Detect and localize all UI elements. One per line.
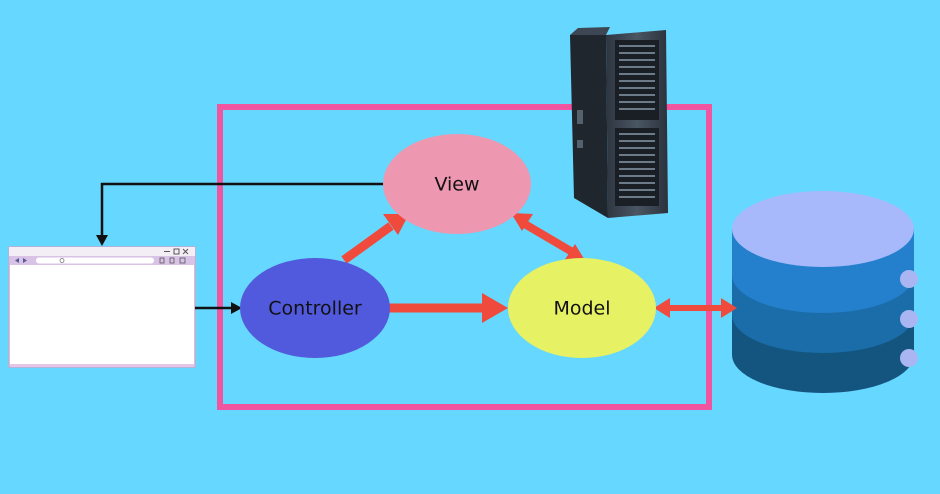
- database-indicator-dot: [900, 310, 918, 328]
- view-node: View: [383, 134, 531, 234]
- model-node: Model: [508, 258, 656, 358]
- controller-label: Controller: [268, 298, 362, 320]
- browser-to-controller-arrow: [195, 302, 242, 314]
- application-boundary-frame: [217, 104, 712, 410]
- view-model-double-arrow: [511, 213, 586, 262]
- view-to-browser-arrow: [96, 182, 385, 246]
- model-database-double-arrow: [654, 298, 737, 318]
- database-icon: [732, 191, 918, 393]
- browser-window-icon: [8, 246, 196, 368]
- model-label: Model: [553, 298, 610, 320]
- controller-to-view-arrow: [341, 214, 409, 264]
- controller-to-model-arrow: [389, 293, 508, 323]
- view-label: View: [434, 174, 479, 196]
- server-tower-icon: [570, 27, 668, 218]
- controller-node: Controller: [240, 258, 390, 358]
- database-indicator-dot: [900, 270, 918, 288]
- database-indicator-dot: [900, 349, 918, 367]
